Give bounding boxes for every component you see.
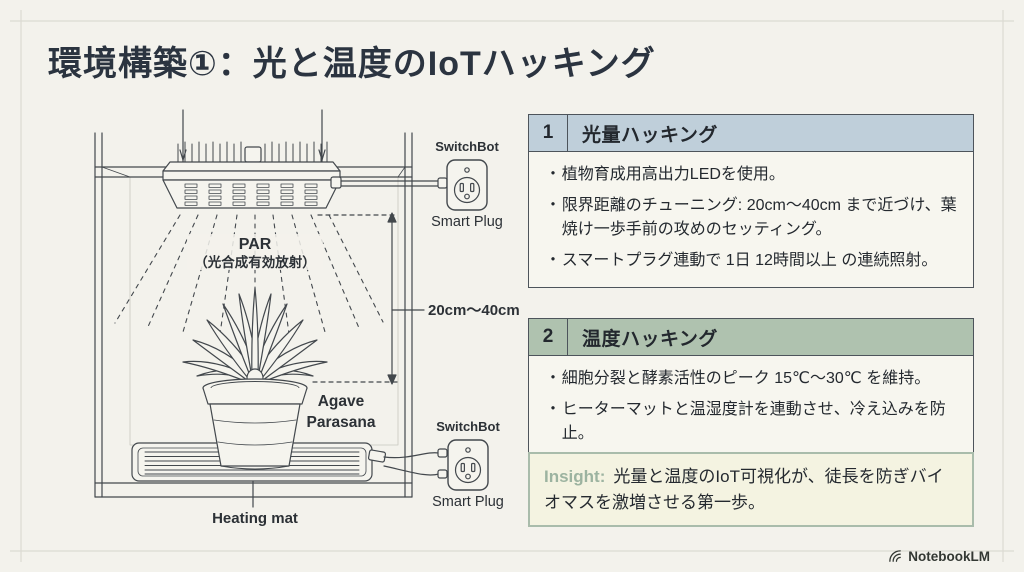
- footer-brand-text: NotebookLM: [908, 549, 990, 564]
- panel-temperature-number: 2: [529, 319, 568, 355]
- panel-temperature-hacking: 2 温度ハッキング 細胞分裂と酵素活性のピーク 15℃〜30℃ を維持。ヒーター…: [528, 318, 974, 456]
- par-light-rays: [114, 214, 384, 337]
- insight-text: 光量と温度のIoT可視化が、徒長を防ぎバイオマスを激増させる第一歩。: [544, 467, 944, 512]
- plant-pot: [202, 378, 308, 470]
- smart-plug-bottom: [447, 439, 489, 491]
- heating-mat-label: Heating mat: [212, 510, 298, 527]
- page-title: 環境構築①：光と温度のIoTハッキング: [48, 45, 656, 83]
- distance-dimension: [312, 212, 425, 385]
- panel-light-number: 1: [529, 115, 568, 151]
- smart-plug-top: [446, 159, 488, 211]
- footer-brand: NotebookLM: [888, 549, 990, 564]
- panel-light-header: 1 光量ハッキング: [529, 115, 973, 152]
- insight-label: Insight:: [544, 467, 606, 486]
- notebooklm-logo-icon: [889, 550, 902, 562]
- plant-name-line1: Agave: [318, 393, 365, 410]
- bullet-item: ヒーターマットと温湿度計を連動させ、冷え込みを防止。: [545, 398, 959, 446]
- bullet-item: 植物育成用高出力LEDを使用。: [545, 163, 959, 187]
- distance-label: 20cm〜40cm: [428, 302, 520, 319]
- bullet-item: 細胞分裂と酵素活性のピーク 15℃〜30℃ を維持。: [545, 367, 959, 391]
- panel-temperature-bullet-list: 細胞分裂と酵素活性のピーク 15℃〜30℃ を維持。ヒーターマットと温湿度計を連…: [545, 367, 959, 446]
- par-sublabel: （光合成有効放射）: [194, 254, 316, 270]
- panel-light-hacking: 1 光量ハッキング 植物育成用高出力LEDを使用。限界距離のチューニング: 20…: [528, 114, 974, 288]
- plant-name-line2: Parasana: [307, 414, 376, 431]
- panel-light-bullet-list: 植物育成用高出力LEDを使用。限界距離のチューニング: 20cm〜40cm まで…: [545, 163, 959, 273]
- plug-top-product-label: Smart Plug: [431, 214, 503, 230]
- par-label: PAR: [239, 236, 272, 253]
- panel-light-body: 植物育成用高出力LEDを使用。限界距離のチューニング: 20cm〜40cm まで…: [529, 152, 973, 282]
- plug-bottom-brand-label: SwitchBot: [436, 419, 500, 434]
- plug-top-brand-label: SwitchBot: [435, 139, 499, 154]
- agave-plant: [182, 287, 328, 388]
- bullet-item: 限界距離のチューニング: 20cm〜40cm まで近づけ、葉焼け一歩手前の攻めの…: [545, 194, 959, 242]
- grow-setup-diagram: PAR （光合成有効放射） 20cm〜40cm Agave Parasana H…: [94, 109, 520, 527]
- panel-temperature-title: 温度ハッキング: [582, 328, 718, 350]
- insight-box: Insight:光量と温度のIoT可視化が、徒長を防ぎバイオマスを激増させる第一…: [528, 452, 974, 527]
- panel-temperature-header: 2 温度ハッキング: [529, 319, 973, 356]
- panel-light-title: 光量ハッキング: [582, 124, 718, 146]
- led-grow-light: [162, 141, 341, 209]
- panel-temperature-body: 細胞分裂と酵素活性のピーク 15℃〜30℃ を維持。ヒーターマットと温湿度計を連…: [529, 356, 973, 455]
- bullet-item: スマートプラグ連動で 1日 12時間以上 の連続照射。: [545, 249, 959, 273]
- power-cables: [330, 176, 448, 479]
- plug-bottom-product-label: Smart Plug: [432, 494, 504, 510]
